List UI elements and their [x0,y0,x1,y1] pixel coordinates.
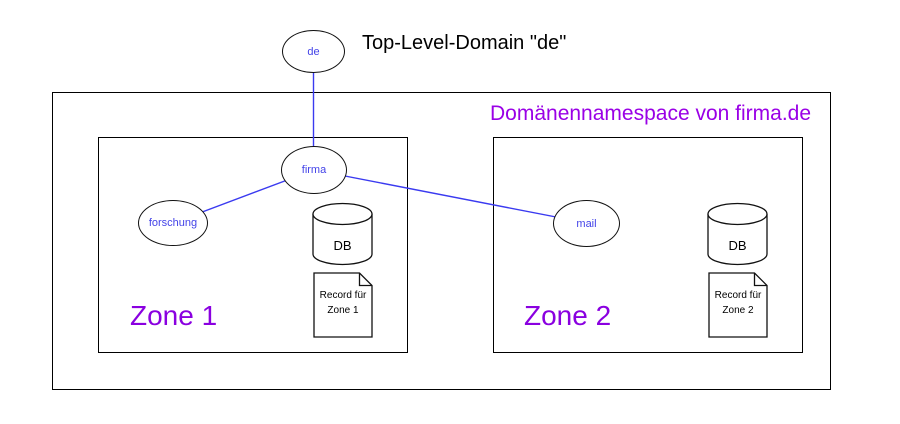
node-de: de [282,30,345,73]
record-document-zone1-icon [313,272,373,338]
edge-firma-mail [313,169,588,224]
node-forschung-label: forschung [148,217,198,229]
zone1-label: Zone 1 [130,300,218,331]
node-de-label: de [307,45,320,58]
database-cylinder-zone2-icon [707,202,768,266]
zone2-db-label: DB [728,238,747,253]
zone2-boundary-box [493,137,803,353]
record-document-zone2-icon [708,272,768,338]
node-mail: mail [553,200,620,247]
node-firma-label: firma [301,164,327,176]
node-forschung: forschung [138,200,208,246]
zone2-record-line1: Record für [714,290,762,301]
zone1-record-line1: Record für [319,290,367,301]
zone2-record-text: Record für Zone 2 [709,288,767,318]
zone1-boundary-box [98,137,408,353]
zone1-db-label: DB [333,238,352,253]
zone2-record-line2: Zone 2 [722,305,754,316]
database-cylinder-zone1-icon [312,202,373,266]
zone1-record-text: Record für Zone 1 [314,288,372,318]
node-firma: firma [281,146,347,194]
namespace-title: Domänennamespace von firma.de [490,102,812,125]
zone2-label: Zone 2 [524,300,612,331]
top-level-domain-label: Top-Level-Domain "de" [362,32,567,54]
namespace-boundary-box [52,92,831,390]
node-mail-label: mail [576,217,597,230]
zone1-record-line2: Zone 1 [327,305,359,316]
